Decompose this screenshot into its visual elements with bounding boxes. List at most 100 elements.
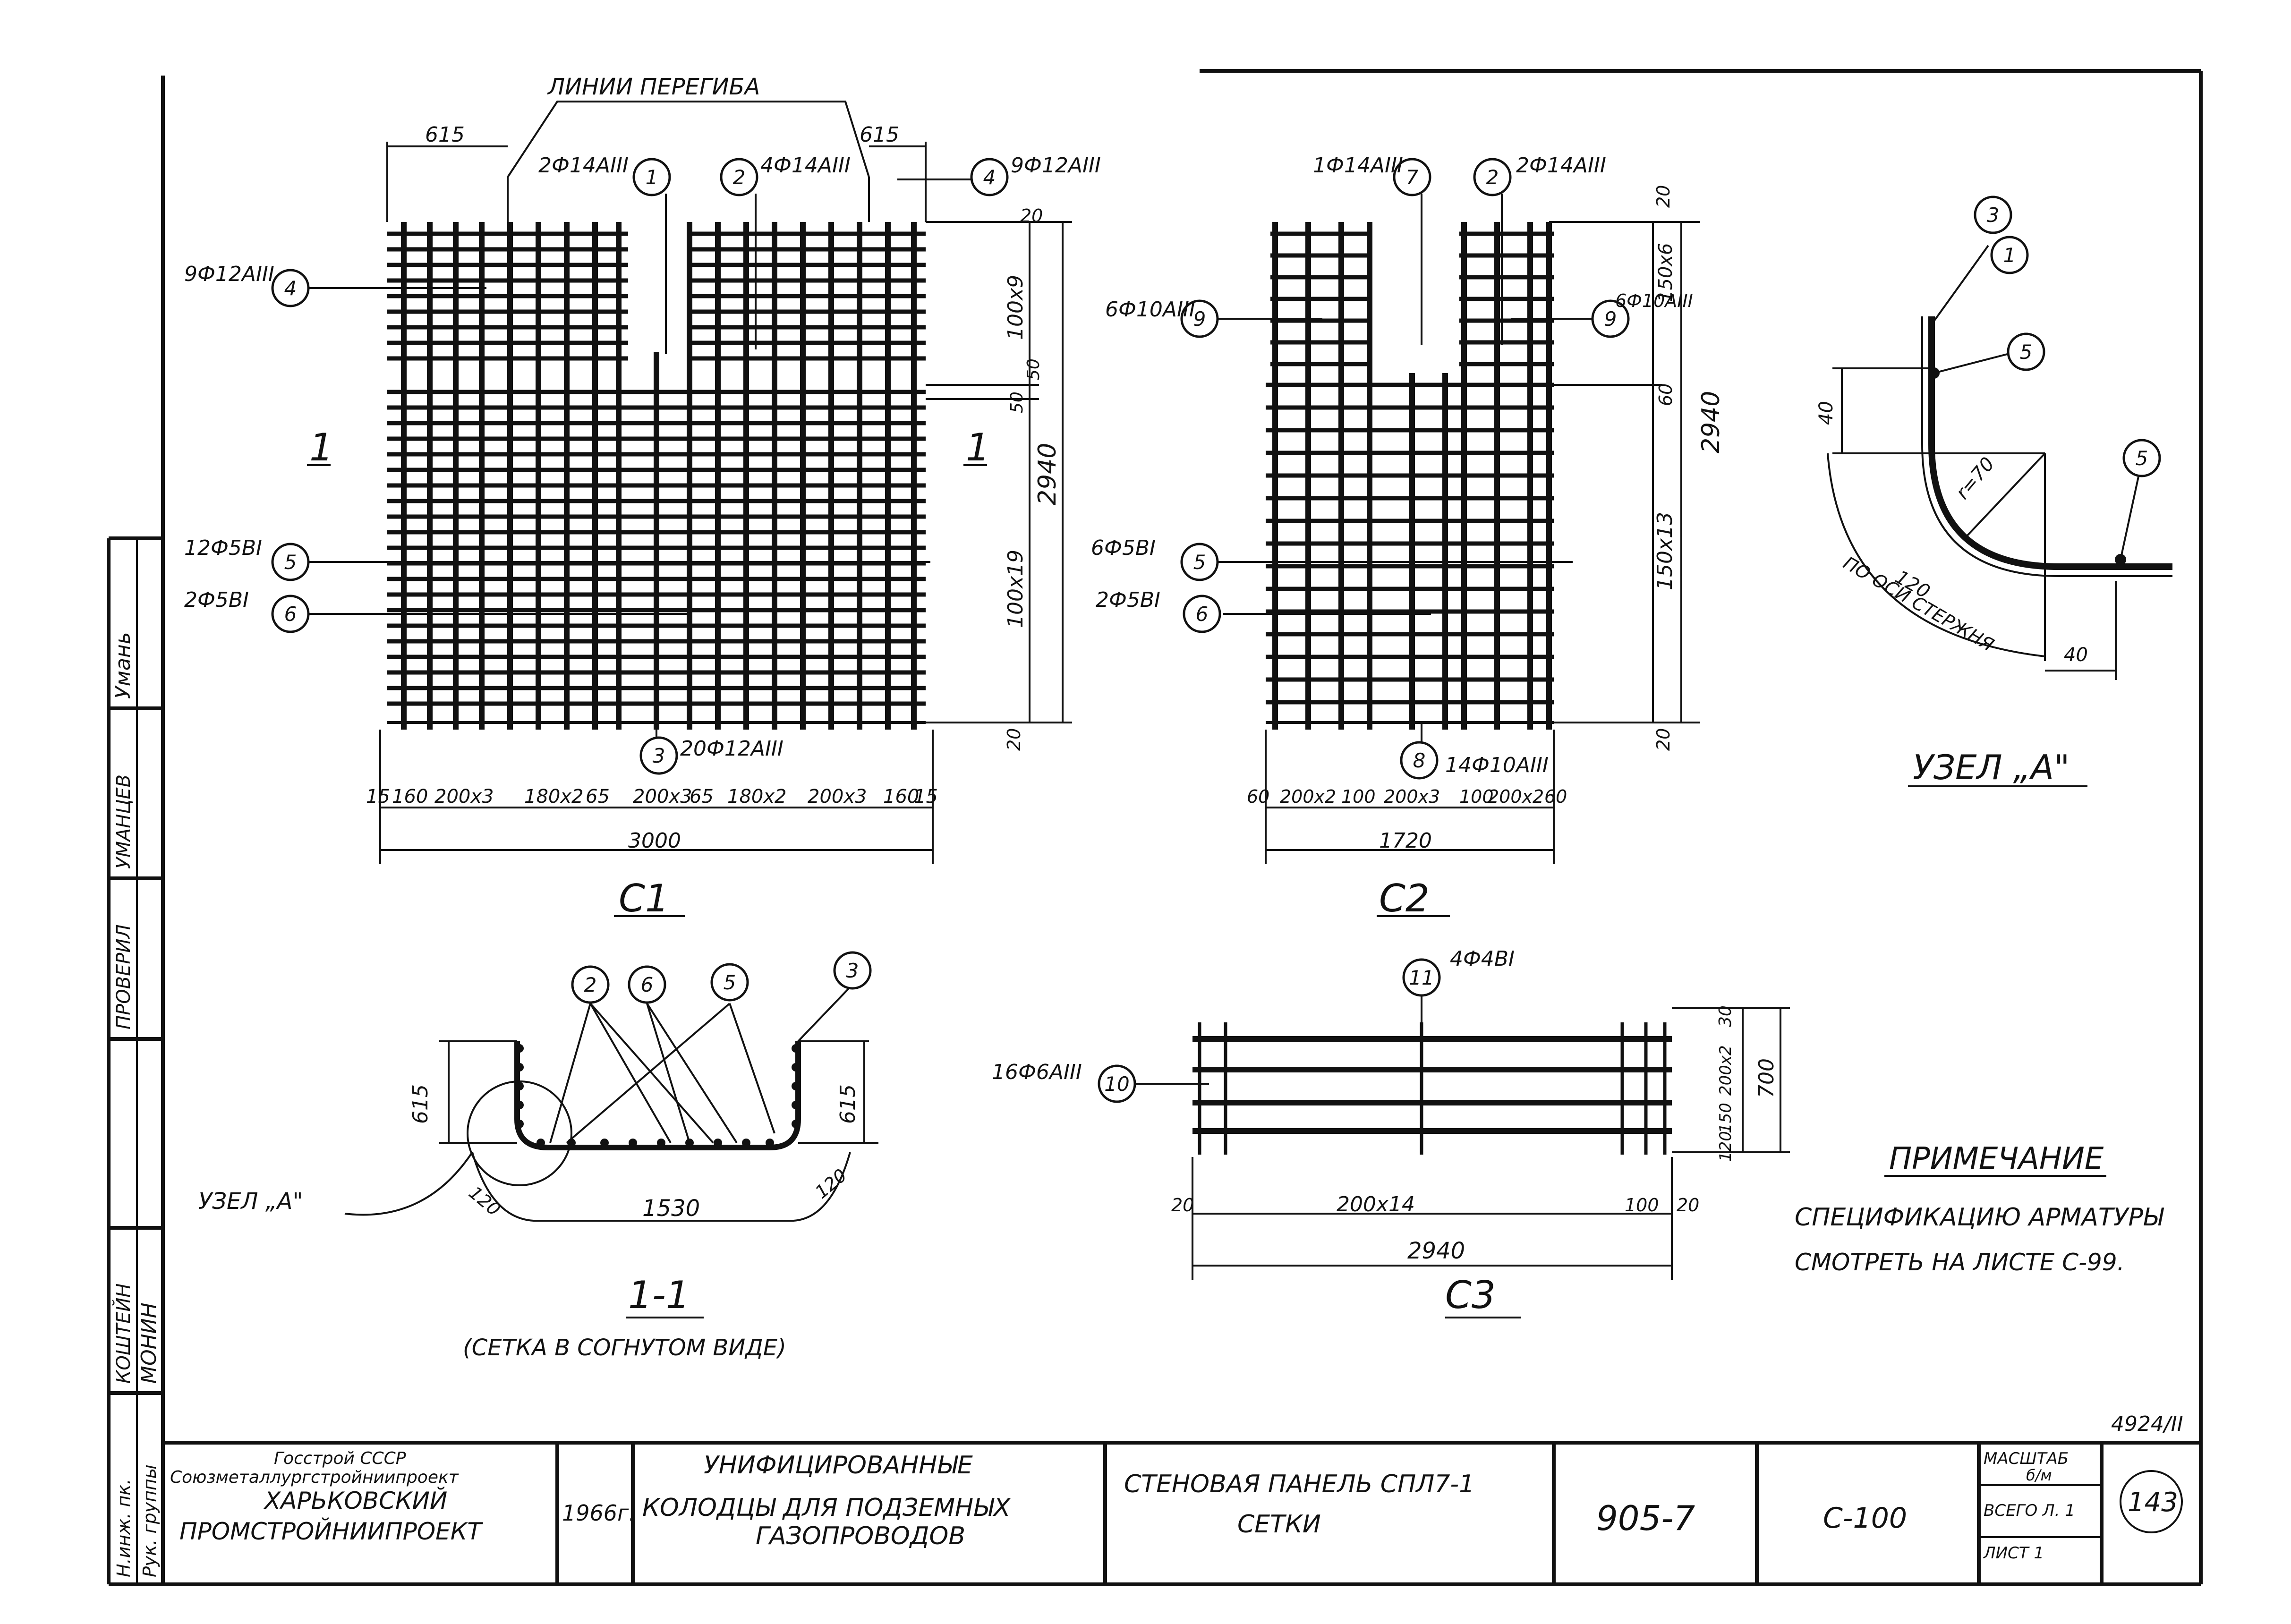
c2-dim-20-bottom: 20 bbox=[1653, 728, 1674, 751]
note-line-2: СМОТРЕТЬ НА ЛИСТЕ С-99. bbox=[1795, 1249, 2125, 1276]
c1-bottom-dim: 200х3 bbox=[808, 786, 867, 808]
mesh-c3 bbox=[1133, 994, 1790, 1280]
c2-bottom-dim: 200х2 bbox=[1488, 786, 1544, 807]
c1-pos5-label: 12Ф5ВI bbox=[184, 536, 262, 560]
stamp-signature: Умань bbox=[111, 632, 135, 699]
position-number: 1 bbox=[2003, 244, 2016, 267]
c1-bottom-dim: 15 bbox=[366, 786, 390, 808]
position-number: 6 bbox=[284, 603, 297, 626]
c3-dim-700: 700 bbox=[1754, 1058, 1779, 1098]
stamp-role-1: Рук. группы bbox=[139, 1464, 160, 1577]
position-number: 9 bbox=[1604, 307, 1617, 331]
tb-sheet-code: С-100 bbox=[1823, 1502, 1907, 1535]
c1-pos3-label: 20Ф12АIII bbox=[680, 737, 784, 761]
position-number: 5 bbox=[2136, 447, 2148, 470]
note-line-1: СПЕЦИФИКАЦИЮ АРМАТУРЫ bbox=[1795, 1203, 2164, 1232]
c1-bottom-dim: 65 bbox=[690, 786, 714, 808]
c2-bottom-dim: 200х2 bbox=[1280, 786, 1336, 807]
position-number: 3 bbox=[653, 744, 665, 767]
c1-bottom-dim: 180х2 bbox=[727, 786, 786, 808]
c2-bottom-dim: 100 bbox=[1459, 786, 1494, 807]
node-a-title: УЗЕЛ „А" bbox=[1913, 748, 2070, 787]
node-along-axis-label: ПО ОСИ СТЕРЖНЯ bbox=[1840, 553, 1998, 655]
tb-series: 905-7 bbox=[1596, 1498, 1695, 1538]
c1-dim-100x9: 100х9 bbox=[1004, 275, 1028, 340]
c2-pos5-label: 6Ф5ВI bbox=[1091, 536, 1156, 560]
c1-dim-20-bottom: 20 bbox=[1004, 728, 1024, 751]
section-bar-dot bbox=[792, 1101, 800, 1109]
stamp-role-2: ПРОВЕРИЛ bbox=[113, 924, 135, 1029]
c1-dim-20-top: 20 bbox=[1020, 205, 1043, 226]
bend-lines-label: ЛИНИИ ПЕРЕГИБА bbox=[547, 74, 760, 100]
position-bubble bbox=[271, 269, 310, 307]
c1-bottom-dim: 200х3 bbox=[434, 786, 494, 808]
position-bubble bbox=[628, 965, 666, 1004]
position-number: 4 bbox=[983, 166, 996, 189]
node-a-small-label: УЗЕЛ „А" bbox=[198, 1188, 303, 1215]
position-number: 2 bbox=[584, 973, 597, 996]
position-number: 11 bbox=[1409, 966, 1434, 989]
sheet-label-c3: С3 bbox=[1445, 1273, 1496, 1317]
stamp-name-2: УМАНЦЕВ bbox=[113, 774, 135, 869]
section-1-1 bbox=[344, 984, 878, 1222]
position-number: 9 bbox=[1193, 307, 1206, 331]
c1-bottom-dim: 180х2 bbox=[524, 786, 583, 808]
position-bubble bbox=[1473, 158, 1512, 196]
position-number: 6 bbox=[1196, 603, 1209, 626]
c1-dim-615-left: 615 bbox=[425, 123, 465, 147]
position-number: 6 bbox=[641, 973, 654, 996]
tb-project-1: УНИФИЦИРОВАННЫЕ bbox=[704, 1451, 973, 1479]
c1-pos6-label: 2Ф5ВI bbox=[184, 588, 249, 612]
position-bubble bbox=[1402, 958, 1441, 997]
position-bubble bbox=[271, 543, 310, 581]
position-bubble bbox=[2007, 332, 2045, 371]
position-number: 3 bbox=[1987, 204, 2000, 227]
page-number-circle bbox=[2120, 1470, 2183, 1533]
c2-pos9-left-label: 6Ф10АIII bbox=[1105, 298, 1195, 322]
tb-total-sheets: ВСЕГО Л. 1 bbox=[1984, 1501, 2075, 1520]
underlines bbox=[307, 464, 2106, 1318]
tb-project-2: КОЛОДЦЫ ДЛЯ ПОДЗЕМНЫХ bbox=[642, 1494, 1011, 1522]
node-radius-label: r=70 bbox=[1951, 453, 1999, 504]
c3-dim-20-left: 20 bbox=[1171, 1195, 1194, 1216]
c2-pos6-label: 2Ф5ВI bbox=[1096, 588, 1160, 612]
c2-dim-60: 60 bbox=[1655, 383, 1676, 406]
section-bar-dots bbox=[515, 1044, 800, 1147]
c1-bottom-dim: 160 bbox=[883, 786, 919, 808]
c3-vertical-bars bbox=[1198, 1022, 1667, 1155]
c1-bottom-dim: 65 bbox=[586, 786, 610, 808]
position-bubble bbox=[833, 951, 872, 990]
position-bubble bbox=[632, 158, 671, 196]
position-bubble bbox=[1591, 299, 1630, 338]
tb-scale-label: МАСШТАБ bbox=[1984, 1449, 2069, 1468]
c1-dim-615-right: 615 bbox=[860, 123, 899, 147]
c2-dim-150x13: 150х13 bbox=[1653, 512, 1677, 590]
position-number: 4 bbox=[284, 277, 297, 300]
section-dim-120-left: 120 bbox=[465, 1182, 504, 1220]
c2-pos7-label: 1Ф14АIII bbox=[1313, 153, 1403, 178]
section-mark-left: 1 bbox=[309, 425, 333, 469]
c3-dim-100: 100 bbox=[1625, 1195, 1659, 1216]
c2-bottom-dim: 60 bbox=[1247, 786, 1269, 807]
c1-dim-100x19: 100х19 bbox=[1004, 550, 1028, 628]
position-bubble bbox=[970, 158, 1009, 196]
stamp-role-1b: Н.инж. пк. bbox=[113, 1479, 134, 1577]
c2-bottom-dim: 100 bbox=[1341, 786, 1376, 807]
sheet-frame bbox=[107, 69, 2203, 1586]
c1-bottom-dim: 160 bbox=[392, 786, 428, 808]
tb-org-2: Союзметаллургстройниипроект bbox=[170, 1468, 459, 1487]
section-bar-dot bbox=[515, 1063, 524, 1071]
c1-pos4-right-label: 9Ф12АIII bbox=[1011, 153, 1101, 178]
section-bar-dot bbox=[792, 1120, 800, 1128]
position-bubble bbox=[1400, 741, 1439, 780]
position-number: 1 bbox=[646, 166, 658, 189]
position-number: 10 bbox=[1104, 1072, 1129, 1096]
c3-dim-20-right: 20 bbox=[1677, 1195, 1699, 1216]
sheet-label-c1: С1 bbox=[619, 876, 669, 920]
section-bar-dot bbox=[629, 1139, 637, 1147]
c1-vertical-bars bbox=[401, 222, 917, 730]
c3-pos11-label: 4Ф4ВI bbox=[1450, 947, 1515, 971]
